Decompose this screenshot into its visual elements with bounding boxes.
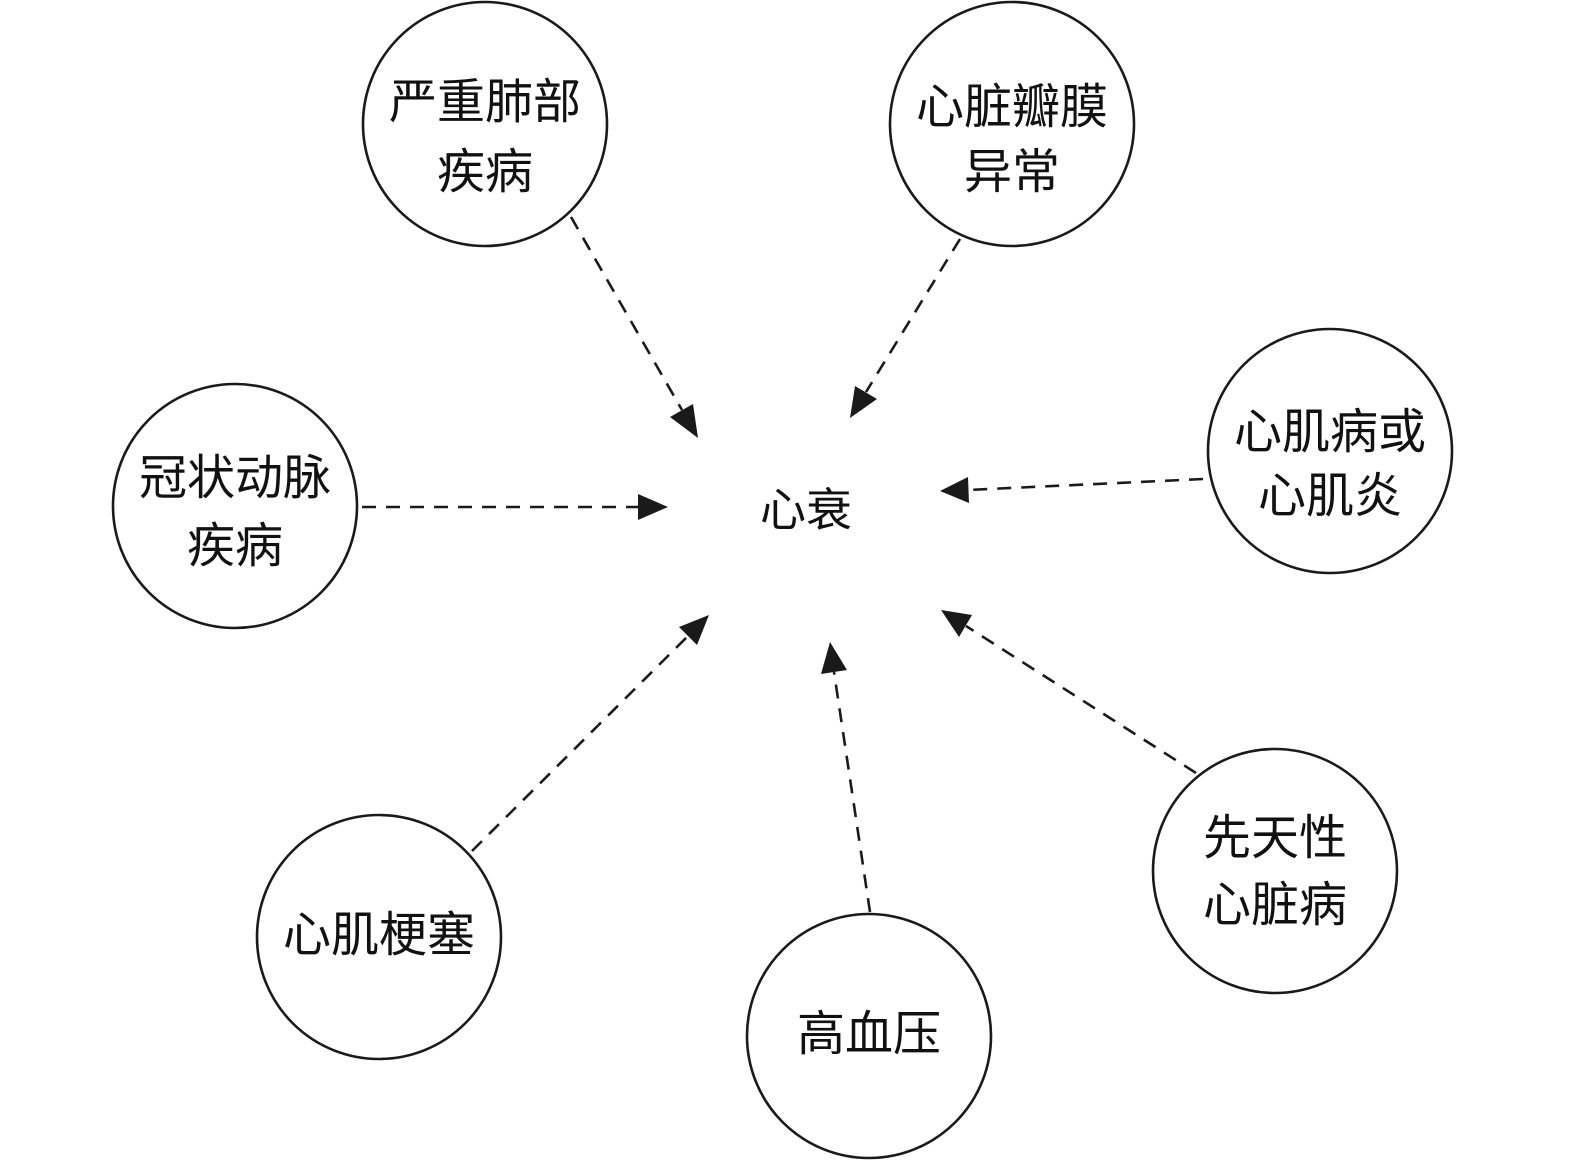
node-label-line: 心脏病 xyxy=(1203,877,1347,933)
edge-infarction-to-center xyxy=(471,635,689,852)
arrow-head-infarction xyxy=(679,615,709,645)
node-label-line: 心肌病或 xyxy=(1234,404,1426,460)
node-circle xyxy=(745,912,993,1160)
edge-hypertension-to-center xyxy=(832,671,872,913)
node-lung: 严重肺部 疾病 xyxy=(361,0,609,248)
node-label-line: 异常 xyxy=(964,144,1060,200)
edge-myocarditis-to-center xyxy=(967,477,1204,492)
arrow-head-myocarditis xyxy=(940,477,969,503)
arrow-head-congenital xyxy=(941,610,972,637)
edges xyxy=(362,216,1204,913)
node-label-line: 高血压 xyxy=(797,1006,941,1062)
node-circle xyxy=(888,0,1136,248)
node-label-line: 先天性 xyxy=(1203,810,1347,866)
node-congenital: 先天性 心脏病 xyxy=(1151,747,1399,995)
node-circle xyxy=(1206,327,1454,575)
node-valve: 心脏瓣膜 异常 xyxy=(888,0,1136,248)
node-coronary: 冠状动脉 疾病 xyxy=(111,382,359,630)
node-infarction: 心肌梗塞 xyxy=(255,813,503,1061)
edge-lung-to-center xyxy=(569,216,684,411)
node-label-line: 冠状动脉 xyxy=(139,450,331,506)
node-label-line: 心脏瓣膜 xyxy=(916,79,1108,135)
node-label-line: 严重肺部 xyxy=(389,74,581,130)
edge-valve-to-center xyxy=(864,238,962,393)
node-label-line: 疾病 xyxy=(437,144,533,200)
node-myocarditis: 心肌病或 心肌炎 xyxy=(1206,327,1454,575)
arrow-head-hypertension xyxy=(821,642,847,674)
node-circle xyxy=(361,0,609,248)
node-label-line: 心肌炎 xyxy=(1258,468,1402,524)
arrow-head-valve xyxy=(850,386,877,418)
node-hypertension: 高血压 xyxy=(745,912,993,1160)
node-circle xyxy=(255,813,503,1061)
node-label-line: 疾病 xyxy=(187,518,283,574)
node-circle xyxy=(1151,747,1399,995)
center-node: 心衰 xyxy=(760,483,852,537)
center-label: 心衰 xyxy=(760,483,852,537)
node-label-line: 心肌梗塞 xyxy=(283,907,475,963)
arrow-heads xyxy=(638,386,972,674)
node-circle xyxy=(111,382,359,630)
arrow-head-lung xyxy=(670,404,698,438)
arrow-head-coronary xyxy=(638,494,668,520)
edge-congenital-to-center xyxy=(965,624,1197,775)
